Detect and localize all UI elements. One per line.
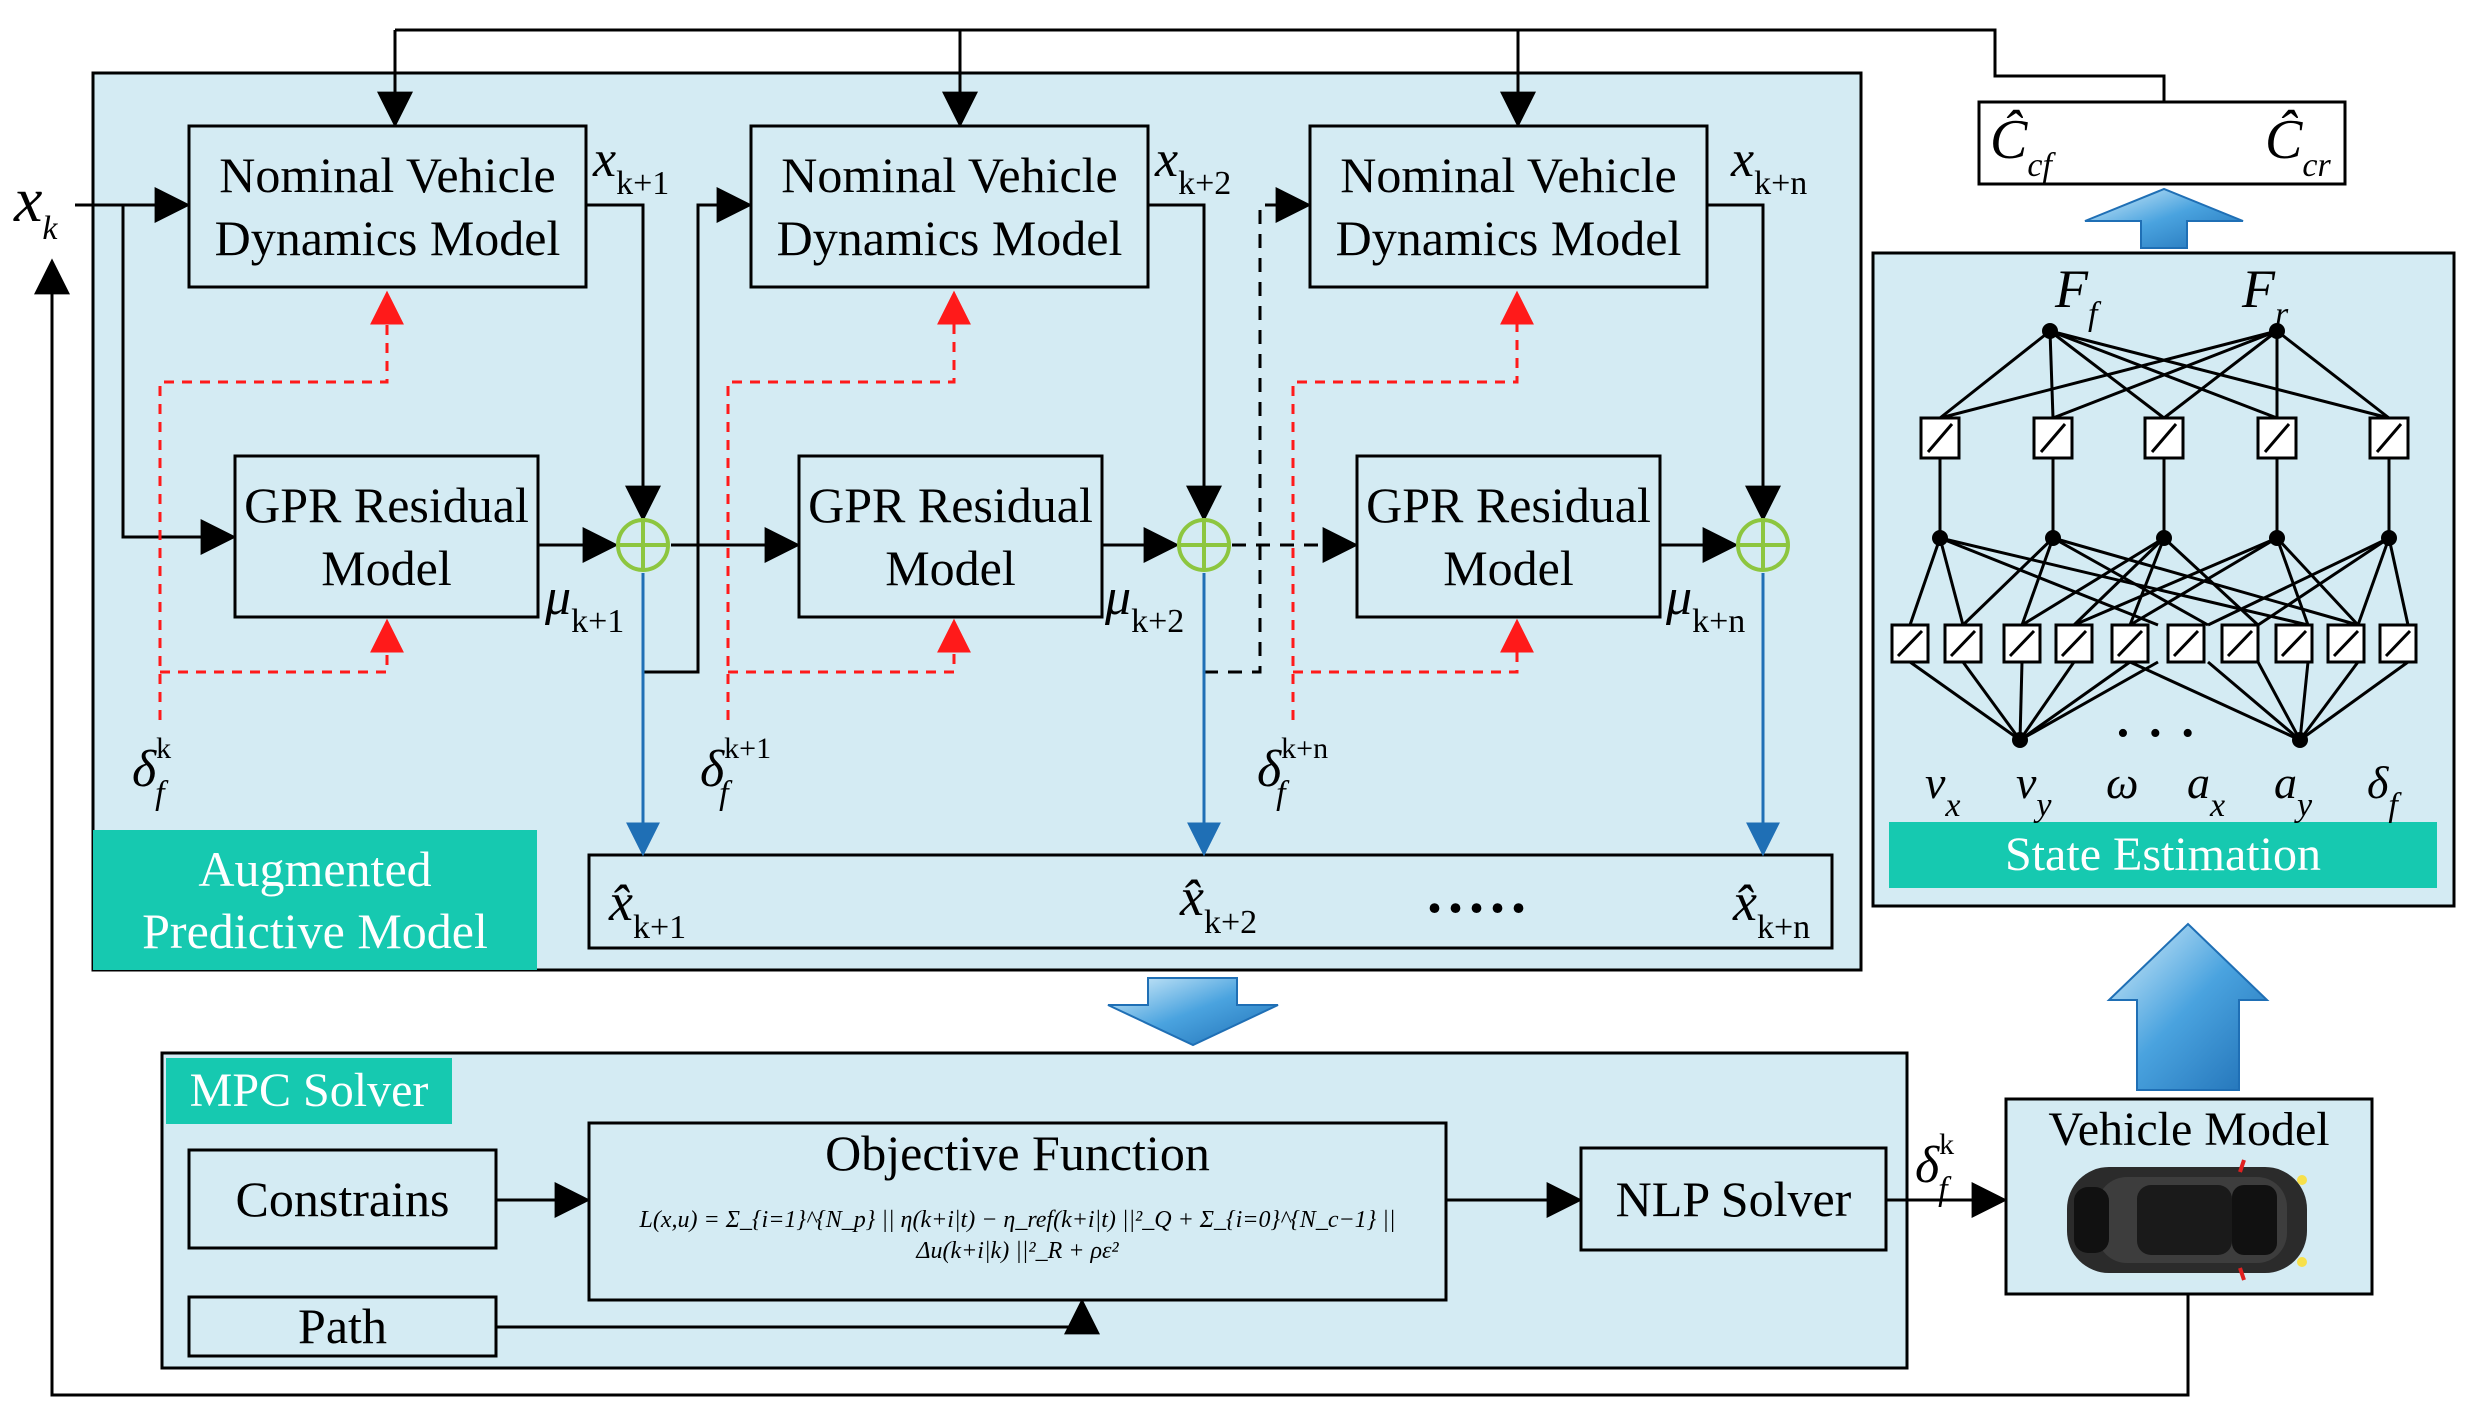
objective-formula: L(x,u) = Σ_{i=1}^{N_p} || η(k+i|t) − η_r… xyxy=(639,1207,1396,1265)
gpr-box-2 xyxy=(797,454,1104,619)
gpr-line1: GPR Residual xyxy=(1366,477,1651,533)
nn-input-delta: δf xyxy=(2367,757,2398,824)
xhat-k1-label: x̂k+1 xyxy=(609,872,687,946)
big-arrow-down xyxy=(1107,977,1279,1047)
red-dashed-input-1 xyxy=(158,290,404,720)
nominal-box-1 xyxy=(187,124,588,289)
gpr-line1: GPR Residual xyxy=(244,477,529,533)
stiffness-box xyxy=(1977,100,2347,186)
gpr-line1: GPR Residual xyxy=(808,477,1093,533)
xhat-kn-label: x̂k+n xyxy=(1733,872,1811,946)
big-arrow-up-stiffness xyxy=(2084,187,2244,249)
nn-input-vy: vy xyxy=(2016,757,2052,824)
nn-output-fr: Fr xyxy=(2242,259,2289,333)
gpr-box-3-text: GPR Residual Model xyxy=(1357,456,1660,617)
nn-input-vx: vx xyxy=(1925,757,1961,824)
nn-input-ay: ay xyxy=(2274,757,2313,824)
sum2-to-nominal-3-dashed xyxy=(1204,187,1312,674)
constrains-box xyxy=(187,1148,498,1250)
red-dashed-input-2 xyxy=(726,290,971,720)
stiffness-front-label: Ĉcf xyxy=(1990,109,2052,184)
input-xk-label: xk xyxy=(14,164,58,247)
nominal-line1: Nominal Vehicle xyxy=(219,147,556,203)
mu-kn-label: μk+n xyxy=(1666,569,1746,640)
path-label: Path xyxy=(298,1298,387,1355)
nn-output-ff: Ff xyxy=(2055,259,2098,333)
nominal2-to-sum xyxy=(1148,203,1222,522)
nominal-line1: Nominal Vehicle xyxy=(781,147,1118,203)
path-to-objective xyxy=(496,1298,1100,1335)
gpr-line2: Model xyxy=(321,539,452,596)
mu-k1-label: μk+1 xyxy=(545,569,625,640)
sum-node-2 xyxy=(1177,518,1231,572)
car-icon xyxy=(2067,1159,2307,1281)
nominal-box-2-text: Nominal Vehicle Dynamics Model xyxy=(751,126,1148,287)
nominal-box-1-text: Nominal Vehicle Dynamics Model xyxy=(189,126,586,287)
nominal-line2: Dynamics Model xyxy=(776,209,1123,266)
state-estimation-label: State Estimation xyxy=(1889,822,2437,888)
nominal-box-2 xyxy=(749,124,1150,289)
vehicle-model-label: Vehicle Model xyxy=(2048,1103,2330,1156)
neural-network xyxy=(1890,323,2418,748)
stiffness-rear-label: Ĉcr xyxy=(2265,109,2331,184)
nlp-solver-label: NLP Solver xyxy=(1615,1170,1852,1227)
gpr-line2: Model xyxy=(1443,539,1574,596)
sum-node-1 xyxy=(616,518,670,572)
objective-title: Objective Function xyxy=(825,1125,1210,1181)
control-output-label: δkf xyxy=(1915,1128,1955,1208)
sum-node-3 xyxy=(1736,518,1790,572)
xk-to-gpr-1 xyxy=(121,205,237,555)
x-kn-label: xk+n xyxy=(1731,131,1808,202)
x-k2-label: xk+2 xyxy=(1155,131,1232,202)
sum1-to-nominal-2 xyxy=(643,187,753,674)
path-box xyxy=(187,1295,498,1358)
nominal-line2: Dynamics Model xyxy=(1335,209,1682,266)
delta-k-label: δkf xyxy=(132,732,172,812)
nn-input-dots: • • • xyxy=(2117,715,2200,752)
mpc-solver-label: MPC Solver xyxy=(166,1058,452,1124)
big-arrow-up-vehicle xyxy=(2106,922,2270,1091)
nominal-line2: Dynamics Model xyxy=(214,209,561,266)
delta-k1-label: δk+1f xyxy=(700,732,772,812)
gpr-box-3 xyxy=(1355,454,1662,619)
prediction-ellipsis: ..... xyxy=(1427,859,1532,925)
objective-box xyxy=(587,1121,1448,1302)
mu-k2-label: μk+2 xyxy=(1105,569,1185,640)
gpr-box-2-text: GPR Residual Model xyxy=(799,456,1102,617)
delta-kn-label: δk+nf xyxy=(1257,732,1329,812)
feedback-top-line xyxy=(395,28,2166,102)
nominal-box-3-text: Nominal Vehicle Dynamics Model xyxy=(1310,126,1707,287)
nn-input-omega: ω xyxy=(2106,757,2139,808)
gpr-line2: Model xyxy=(885,539,1016,596)
gpr-box-1-text: GPR Residual Model xyxy=(235,456,538,617)
nn-input-ax: ax xyxy=(2187,757,2226,824)
nominal3-to-sum xyxy=(1707,203,1781,522)
xhat-k2-label: x̂k+2 xyxy=(1180,867,1258,941)
x-k1-label: xk+1 xyxy=(593,131,670,202)
red-dashed-input-3 xyxy=(1291,290,1534,720)
prediction-box xyxy=(587,853,1834,950)
nominal1-to-sum xyxy=(586,203,661,522)
vehicle-feedback-loop xyxy=(34,258,2190,1397)
nominal-line1: Nominal Vehicle xyxy=(1340,147,1677,203)
augmented-model-label: Augmented Predictive Model xyxy=(93,830,537,970)
constrains-label: Constrains xyxy=(235,1170,450,1227)
